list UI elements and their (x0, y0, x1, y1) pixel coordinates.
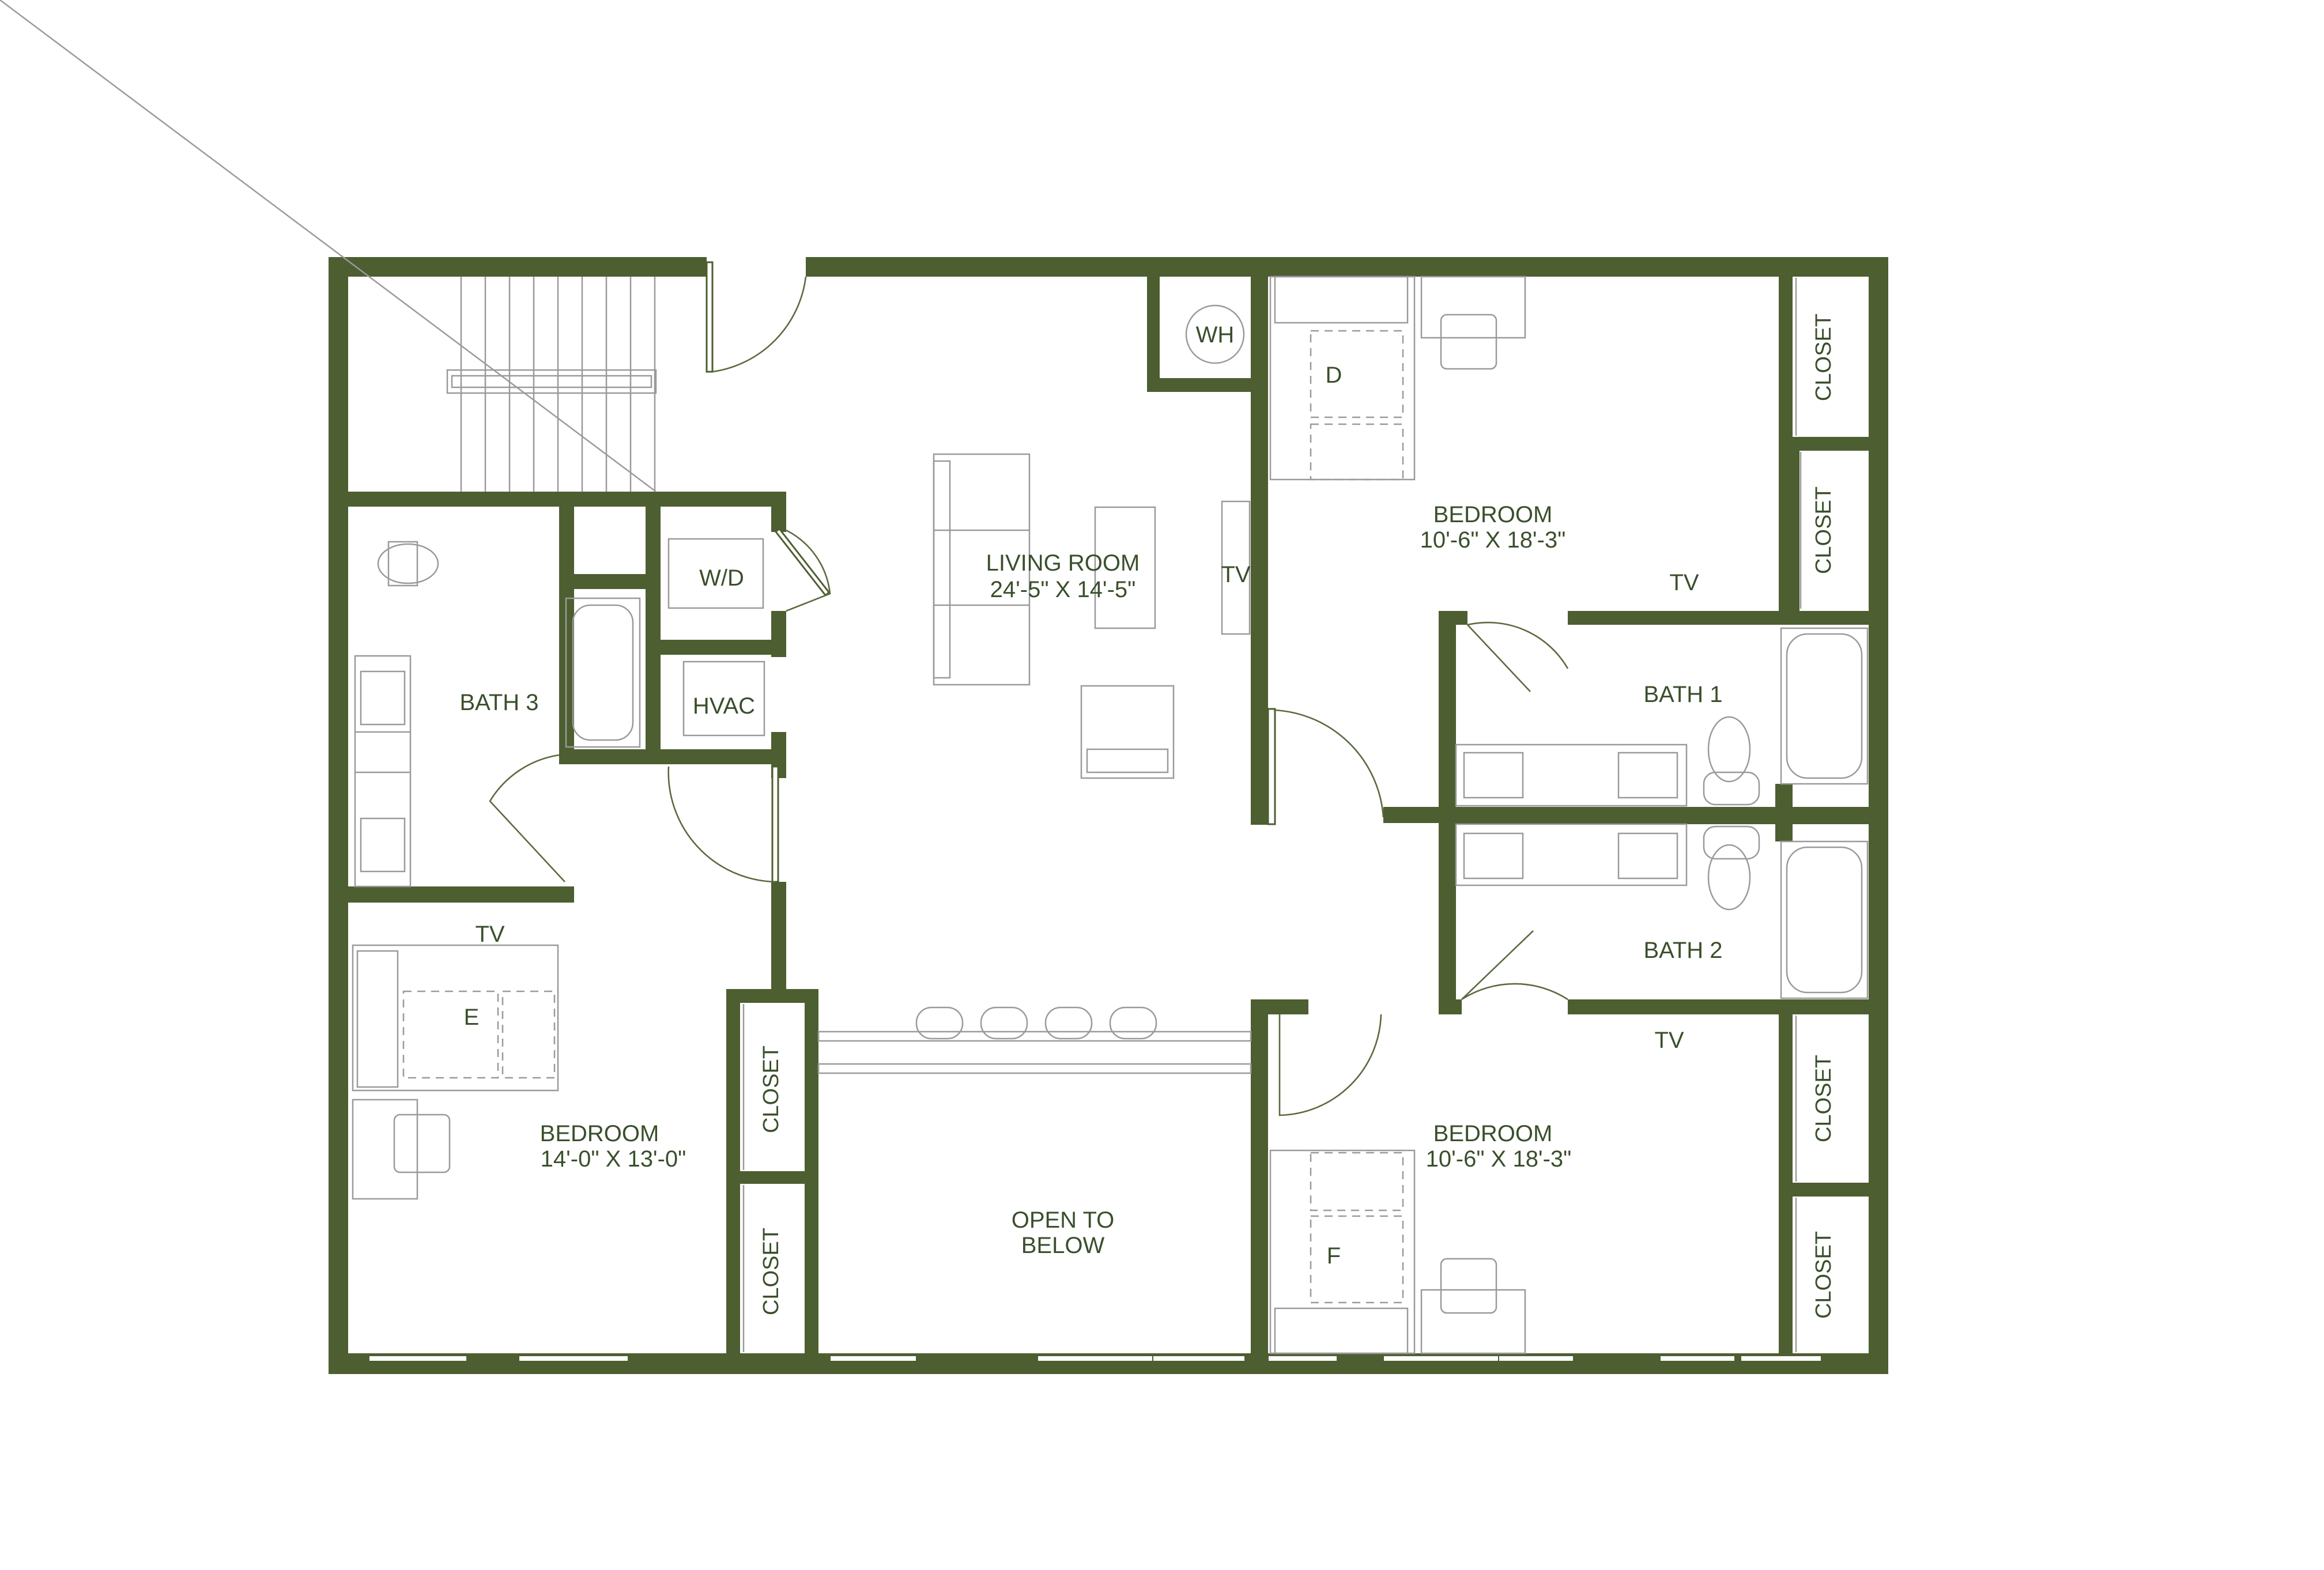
bedroom-e-dims: 14'-0" X 13'-0" (541, 1146, 686, 1172)
open-to-below-line2: BELOW (1021, 1233, 1105, 1258)
bedroom-f-dims: 10'-6" X 18'-3" (1426, 1146, 1572, 1172)
doors (489, 261, 1569, 1116)
open-to-below-line1: OPEN TO (1012, 1207, 1115, 1233)
interior-walls (329, 257, 1888, 1358)
bedroom-f-tv-label: TV (1654, 1028, 1684, 1053)
closet-label-d-upper: CLOSET (1812, 314, 1836, 401)
bedroom-d-tv-label: TV (1669, 570, 1699, 595)
closet-labels: CLOSET CLOSET CLOSET CLOSET CLOSET CLOSE… (759, 314, 1836, 1319)
living-room-dims: 24'-5" X 14'-5" (990, 577, 1136, 602)
living-room-name: LIVING ROOM (986, 550, 1140, 576)
fixtures (352, 275, 1869, 1354)
bedroom-d-tag: D (1326, 363, 1342, 388)
bedroom-e-tag: E (464, 1005, 480, 1030)
closet-label-f-lower: CLOSET (1812, 1231, 1836, 1319)
wh-label: WH (1196, 322, 1235, 348)
bath-2-name: BATH 2 (1643, 938, 1722, 963)
bedroom-e-name: BEDROOM (540, 1121, 659, 1146)
closet-label-e-lower: CLOSET (759, 1228, 783, 1315)
closet-label-f-upper: CLOSET (1812, 1055, 1836, 1142)
room-labels: LIVING ROOM 24'-5" X 14'-5" TV WH W/D HV… (459, 322, 1722, 1269)
bath-3-name: BATH 3 (459, 690, 538, 715)
wd-label: W/D (699, 565, 744, 591)
bedroom-e-tv-label: TV (475, 922, 504, 947)
staircase (0, 0, 669, 493)
bedroom-f-tag: F (1327, 1243, 1341, 1269)
bedroom-d-name: BEDROOM (1433, 502, 1553, 527)
closet-label-e-upper: CLOSET (759, 1046, 783, 1133)
bath-1-name: BATH 1 (1643, 682, 1722, 707)
hvac-label: HVAC (693, 693, 755, 719)
bedroom-f-name: BEDROOM (1433, 1121, 1553, 1146)
bedroom-d-dims: 10'-6" X 18'-3" (1420, 527, 1566, 553)
bottom-windows (368, 1355, 1822, 1362)
closet-label-d-lower: CLOSET (1812, 486, 1836, 574)
living-room-tv-label: TV (1221, 562, 1250, 587)
